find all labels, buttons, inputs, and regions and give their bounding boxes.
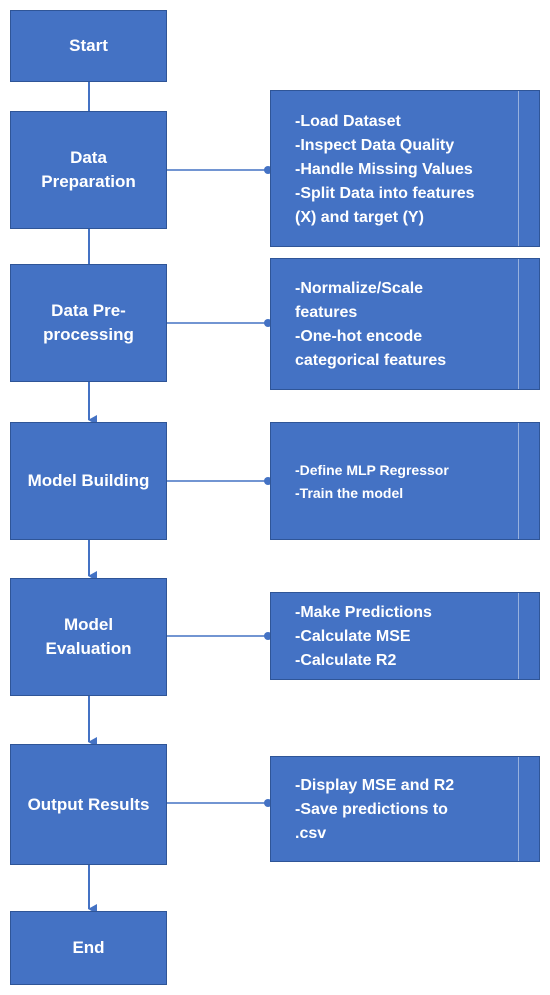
detail-line: -One-hot encode: [295, 328, 423, 345]
step-start: Start: [10, 10, 167, 82]
step-data-preprocessing-label: Data Pre- processing: [43, 301, 134, 344]
step-model-building-label: Model Building: [27, 471, 150, 490]
detail-line: -Calculate MSE: [295, 628, 411, 645]
step-model-building: Model Building: [10, 422, 167, 540]
step-output-results: Output Results: [10, 744, 167, 865]
detail-line: -Handle Missing Values: [295, 160, 473, 178]
detail-line: -Split Data into features: [295, 184, 475, 202]
detail-line: -Normalize/Scale: [295, 280, 424, 297]
detail-line: features: [295, 304, 358, 321]
detail-line: -Define MLP Regressor: [295, 462, 449, 478]
detail-line: -Load Dataset: [295, 112, 401, 130]
detail-line: -Inspect Data Quality: [295, 136, 455, 154]
detail-line: -Calculate R2: [295, 652, 397, 669]
step-start-label: Start: [69, 36, 108, 55]
step-data-preparation: Data Preparation: [10, 111, 167, 229]
detail-line: .csv: [295, 825, 327, 842]
details-model-evaluation: -Make Predictions -Calculate MSE -Calcul…: [270, 592, 540, 680]
details-data-preparation: -Load Dataset -Inspect Data Quality -Han…: [270, 90, 540, 247]
step-end: End: [10, 911, 167, 985]
step-end-label: End: [72, 938, 105, 957]
detail-line: (X) and target (Y): [295, 208, 424, 226]
step-data-preprocessing: Data Pre- processing: [10, 264, 167, 382]
detail-line: -Train the model: [295, 485, 404, 501]
step-data-preparation-label: Data Preparation: [41, 148, 136, 191]
details-data-preprocessing: -Normalize/Scale features -One-hot encod…: [270, 258, 540, 390]
detail-line: categorical features: [295, 352, 447, 369]
details-model-building: -Define MLP Regressor -Train the model: [270, 422, 540, 540]
step-model-evaluation: Model Evaluation: [10, 578, 167, 696]
detail-line: -Display MSE and R2: [295, 777, 455, 794]
step-model-evaluation-label: Model Evaluation: [45, 615, 132, 658]
step-output-results-label: Output Results: [27, 794, 150, 814]
details-output-results: -Display MSE and R2 -Save predictions to…: [270, 756, 540, 862]
detail-line: -Save predictions to: [295, 801, 448, 818]
detail-line: -Make Predictions: [295, 604, 432, 621]
